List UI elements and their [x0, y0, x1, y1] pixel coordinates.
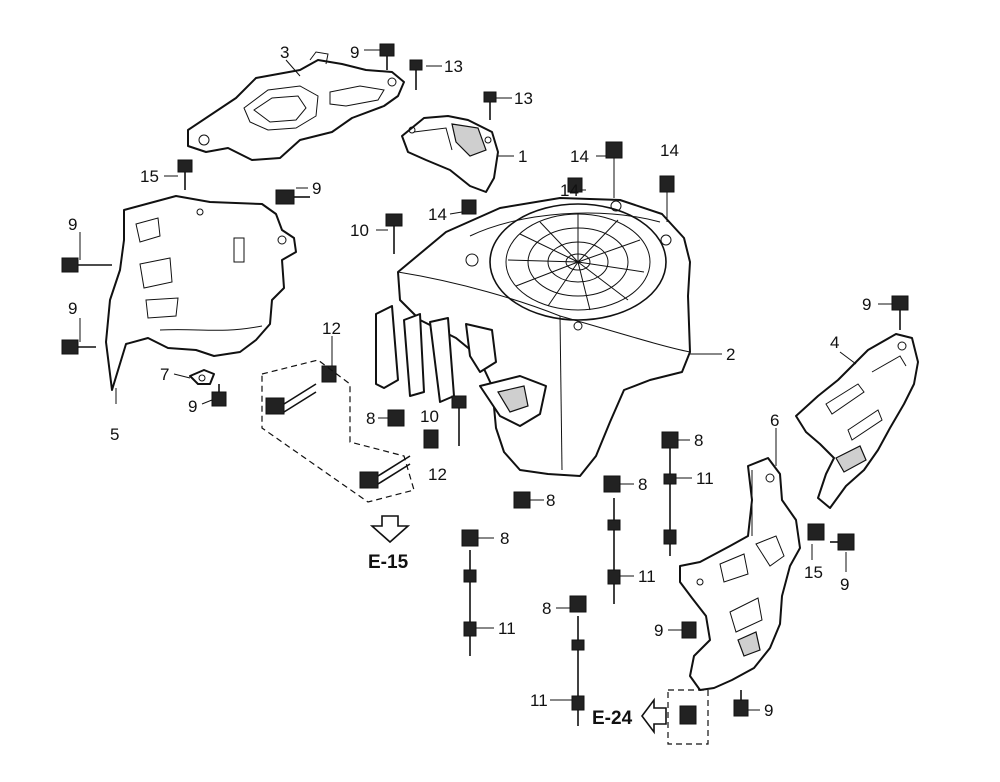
- part-3-upper-shroud: [187, 51, 405, 161]
- part-4-right-bracket: [795, 333, 919, 509]
- callout: 15: [804, 563, 823, 582]
- callout: 13: [444, 57, 463, 76]
- reference-e24[interactable]: E-24: [592, 708, 633, 729]
- hardware: [61, 43, 909, 726]
- callout: 12: [428, 465, 447, 484]
- reference-e15[interactable]: E-15: [368, 552, 409, 573]
- callout: 11: [638, 567, 656, 586]
- callout: 1: [518, 147, 527, 166]
- callout: 11: [696, 469, 714, 488]
- callout: 3: [280, 43, 289, 62]
- e24-arrow[interactable]: [641, 697, 667, 735]
- callout: 4: [830, 333, 839, 352]
- callout: 9: [68, 299, 77, 318]
- callout: 8: [694, 431, 703, 450]
- callout: 8: [546, 491, 555, 510]
- callout: 9: [350, 43, 359, 62]
- part-1-cover: [401, 115, 499, 193]
- callout: 11: [530, 691, 548, 710]
- callout: 13: [514, 89, 533, 108]
- callout: 14: [428, 205, 447, 224]
- callout: 2: [726, 345, 735, 364]
- callout: 9: [840, 575, 849, 594]
- e24-group-box: [667, 689, 709, 745]
- bolt-13-b: [483, 91, 497, 120]
- fan-grille: [507, 214, 645, 311]
- callout: 5: [110, 425, 119, 444]
- callout: 15: [140, 167, 159, 186]
- callout: 14: [570, 147, 589, 166]
- callout: 14: [560, 181, 579, 200]
- part-6-lower-right-shroud: [679, 457, 801, 691]
- callout: 11: [498, 619, 516, 638]
- part-7-clip: [189, 369, 215, 385]
- callout: 9: [312, 179, 321, 198]
- leader-lines: [79, 49, 892, 711]
- callout: 7: [160, 365, 169, 384]
- callout: 10: [420, 407, 439, 426]
- e15-arrow[interactable]: [369, 515, 411, 544]
- callout: 12: [322, 319, 341, 338]
- callout: 9: [188, 397, 197, 416]
- callout: 8: [500, 529, 509, 548]
- callout: 8: [542, 599, 551, 618]
- callout: 9: [862, 295, 871, 314]
- callout: 14: [660, 141, 679, 160]
- callout: 9: [764, 701, 773, 720]
- callout: 6: [770, 411, 779, 430]
- bolt-9-top: [379, 43, 395, 70]
- callout: 8: [638, 475, 647, 494]
- e15-group-box: [261, 359, 415, 503]
- callout: 10: [350, 221, 369, 240]
- part-2-fan-shroud: [375, 197, 691, 477]
- callout: 8: [366, 409, 375, 428]
- callout: 9: [68, 215, 77, 234]
- callout-labels: 3 9 13 13 1 15 9 14 14 14 14 10 9 9 2 12…: [68, 43, 871, 720]
- bolt-13-a: [409, 59, 423, 90]
- callout: 9: [654, 621, 663, 640]
- part-5-left-shroud: [105, 195, 297, 391]
